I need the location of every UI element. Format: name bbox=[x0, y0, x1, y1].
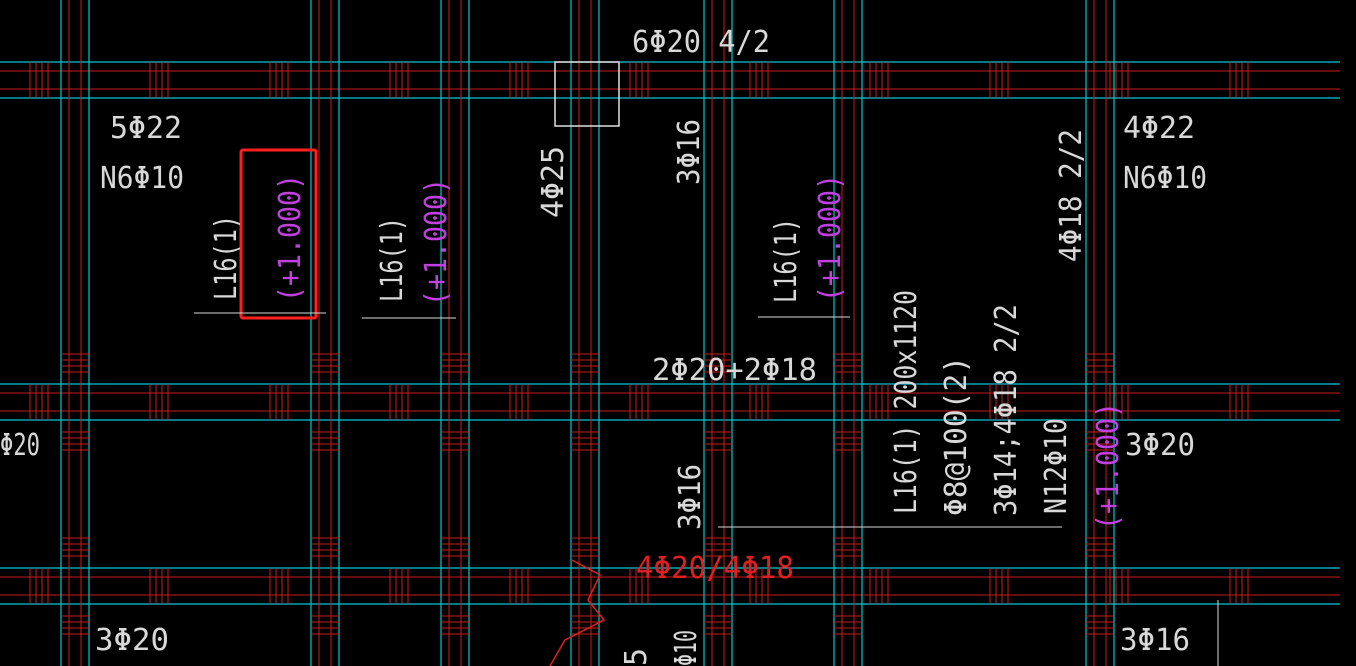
label-detail-bars: 3Φ14;4Φ18 2/2 bbox=[989, 304, 1024, 516]
label-elevation-3: (+1.000) bbox=[813, 174, 848, 302]
label-elevation-2: (+1.000) bbox=[419, 178, 454, 306]
label-detail-side: N12Φ10 bbox=[1039, 418, 1074, 514]
label-mid-span: 2Φ20+2Φ18 bbox=[652, 353, 817, 388]
label-left-cut-phi20: Φ20 bbox=[0, 428, 40, 463]
label-elevation-1[interactable]: (+1.000) bbox=[273, 174, 308, 302]
label-beam-mark-3: L16(1) bbox=[769, 218, 804, 303]
break-line bbox=[549, 559, 606, 666]
selection-highlight-box[interactable] bbox=[239, 148, 318, 320]
label-beam-mark-2: L16(1) bbox=[375, 217, 410, 302]
label-detail-stirrup: Φ8@100(2) bbox=[939, 356, 974, 516]
label-beam-mark-1: L16(1) bbox=[209, 215, 244, 300]
label-left-top-bars: 5Φ22 bbox=[110, 111, 182, 146]
label-right-top-bars: 4Φ22 bbox=[1123, 111, 1195, 146]
label-right-stirrups: N6Φ10 bbox=[1123, 161, 1207, 196]
label-col-4phi18: 4Φ18 2/2 bbox=[1054, 129, 1089, 262]
label-bottom-cut-10: Φ10 bbox=[669, 630, 704, 666]
label-detail-size: L16(1) 200x1120 bbox=[889, 290, 924, 514]
label-bottom-left-3phi20: 3Φ20 bbox=[95, 623, 169, 658]
leader-lines bbox=[194, 312, 1219, 666]
label-top-span: 6Φ20 4/2 bbox=[632, 25, 770, 60]
label-elevation-4: (+1.000) bbox=[1091, 402, 1126, 530]
label-bottom-right-3phi16: 3Φ16 bbox=[1120, 623, 1190, 658]
label-right-3phi20: 3Φ20 bbox=[1125, 428, 1195, 463]
label-mid-col-3phi16: 3Φ16 bbox=[673, 464, 708, 530]
label-red-annotation: 4Φ20/4Φ18 bbox=[636, 551, 794, 586]
label-bottom-cut-5: 5 bbox=[619, 648, 654, 666]
column-box[interactable] bbox=[554, 61, 620, 127]
label-col-3phi16: 3Φ16 bbox=[672, 119, 707, 185]
label-left-stirrups: N6Φ10 bbox=[100, 161, 184, 196]
label-col-4phi25: 4Φ25 bbox=[536, 146, 571, 218]
